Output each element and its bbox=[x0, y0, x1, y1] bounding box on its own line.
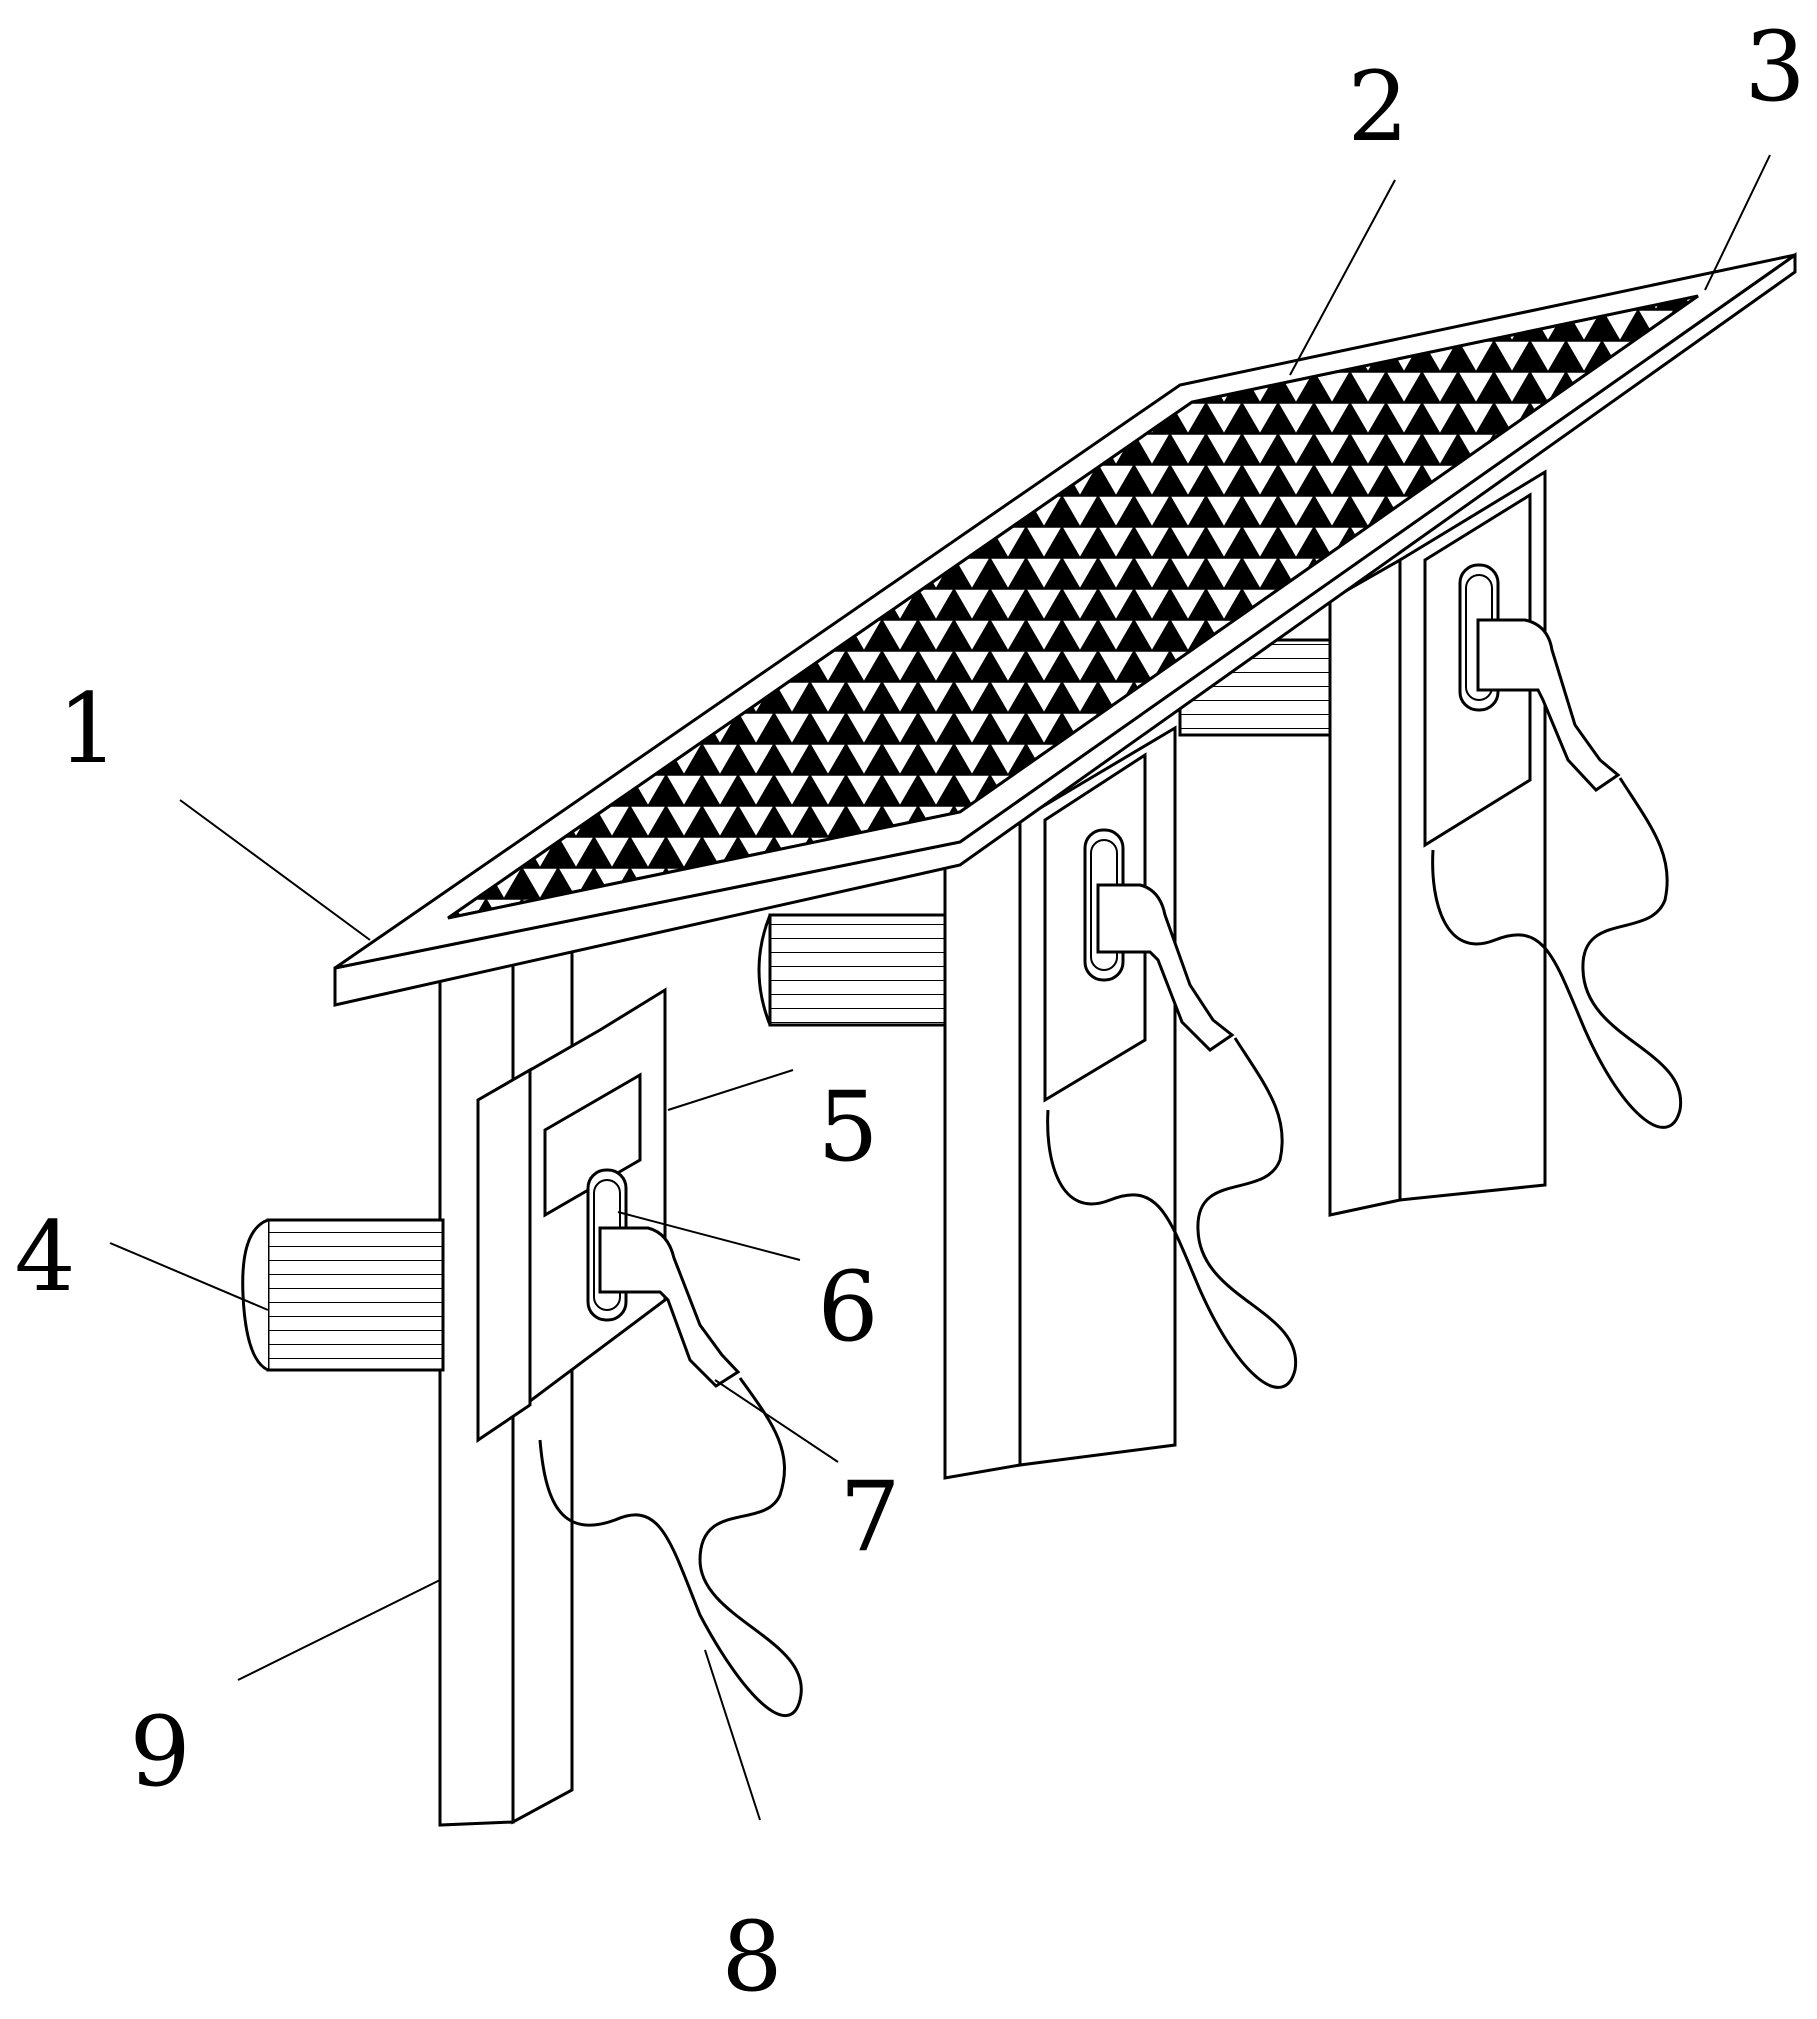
label-7: 7 bbox=[839, 1461, 900, 1573]
label-1: 1 bbox=[57, 673, 118, 785]
label-6: 6 bbox=[817, 1251, 878, 1363]
charging-cables bbox=[538, 777, 1683, 1718]
solar-panel bbox=[333, 252, 1797, 1007]
drive-motor bbox=[241, 1218, 445, 1372]
label-3: 3 bbox=[1744, 11, 1805, 123]
charging-box-front bbox=[476, 987, 741, 1443]
label-4: 4 bbox=[14, 1201, 75, 1313]
charging-box-rear bbox=[1423, 492, 1621, 848]
label-2: 2 bbox=[1347, 51, 1408, 163]
leader-lines bbox=[109, 154, 1771, 1821]
label-9: 9 bbox=[129, 1696, 190, 1808]
label-8: 8 bbox=[721, 1901, 782, 2013]
label-5: 5 bbox=[817, 1071, 878, 1183]
charging-box-middle bbox=[1043, 752, 1235, 1103]
